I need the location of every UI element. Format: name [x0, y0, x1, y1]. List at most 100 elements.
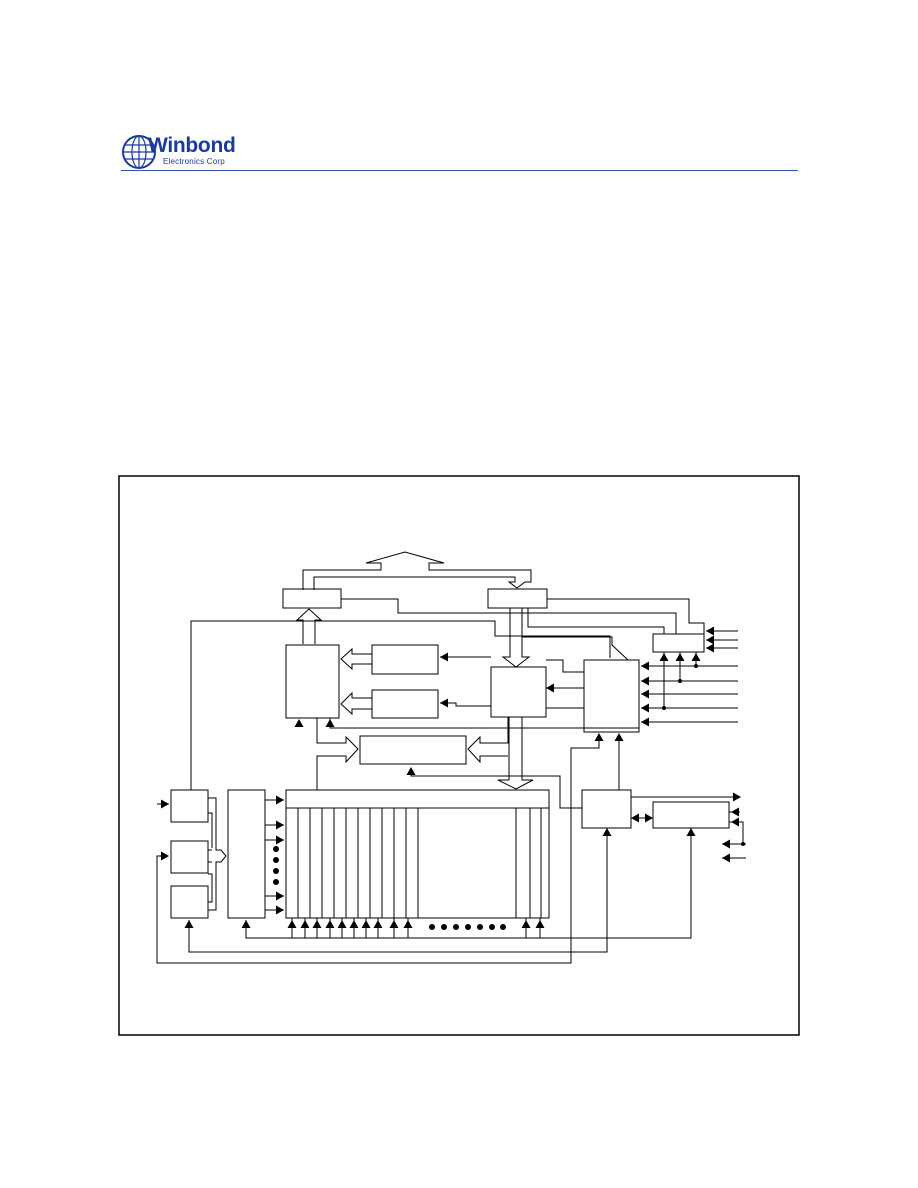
wire-latch-right [547, 598, 705, 634]
bus-connector-left [208, 797, 227, 911]
wire-center-control-2 [546, 659, 584, 673]
arrowhead [641, 676, 649, 686]
wire-left-top [190, 620, 611, 790]
arrowhead [276, 795, 284, 805]
decoder-block [227, 789, 266, 919]
ellipsis-dot [477, 924, 483, 930]
arrowhead [535, 920, 545, 928]
arrowhead [631, 813, 639, 823]
header-rule [121, 170, 798, 171]
bus-arrow-to-left-latch [295, 608, 323, 644]
middle-bus-block [359, 735, 467, 765]
ellipsis-dot [500, 924, 506, 930]
top-bus-arrow [302, 551, 532, 590]
arrowhead [733, 792, 741, 802]
arrowhead [276, 820, 284, 830]
arrowhead [706, 626, 714, 636]
arrowhead [406, 767, 416, 775]
bus-arrow-middle-right [467, 717, 509, 764]
io-control-block [581, 789, 632, 829]
arrowhead [641, 703, 649, 713]
arrowhead [546, 683, 554, 693]
bus-arrow-middle-left [316, 718, 359, 790]
diagram-frame [118, 475, 800, 1036]
arrowhead [521, 920, 531, 928]
arrowhead [731, 807, 739, 817]
junction-dot [694, 664, 698, 668]
latch-block-right [487, 588, 548, 609]
arrowhead [706, 643, 714, 653]
bus-arrow-register-lower [340, 691, 372, 716]
arrowhead [389, 920, 399, 928]
junction-dot [678, 679, 682, 683]
arrowhead [337, 920, 347, 928]
arrowhead [731, 817, 739, 827]
arrowhead [312, 920, 322, 928]
globe-icon [122, 135, 156, 169]
arrowhead [614, 733, 624, 741]
arrowhead [373, 920, 383, 928]
ellipsis-dot [273, 846, 279, 852]
arrowhead [722, 839, 730, 849]
arrowhead [659, 653, 669, 661]
arrowhead [594, 733, 604, 741]
arrowhead [325, 920, 335, 928]
winbond-logo: Winbond Electronics Corp [121, 131, 251, 175]
ellipsis-dot [273, 879, 279, 885]
input-block-1 [170, 789, 209, 823]
control-unit-block [583, 659, 640, 733]
arrowhead [706, 635, 714, 645]
memory-block [285, 644, 340, 719]
junction-dot [741, 842, 745, 846]
arrowhead [641, 661, 649, 671]
bus-arrow-register-upper [340, 647, 372, 671]
arrowhead [403, 920, 413, 928]
arrowhead [645, 813, 653, 823]
arrowhead [161, 799, 169, 809]
arrowhead [686, 828, 696, 836]
ellipsis-dot [465, 924, 471, 930]
output-buffer-block [652, 801, 730, 829]
arrowhead [349, 920, 359, 928]
ellipsis-dot [273, 868, 279, 874]
arrowhead [276, 835, 284, 845]
brand-name: Winbond [148, 134, 236, 157]
arrowhead [722, 853, 730, 863]
bus-arrow-center-down [497, 717, 534, 790]
input-block-2 [170, 840, 209, 874]
input-block-3 [170, 885, 209, 919]
arrowhead [287, 920, 297, 928]
junction-dot [662, 706, 666, 710]
wire-right-latch-side [527, 608, 665, 634]
arrowhead [602, 828, 612, 836]
arrowhead [440, 652, 448, 662]
ellipsis-dot [273, 857, 279, 863]
wire-middle-feed [410, 768, 582, 809]
arrowhead [300, 920, 310, 928]
arrowhead [276, 905, 284, 915]
ellipsis-dot [453, 924, 459, 930]
register-block-lower [371, 689, 439, 719]
register-block-upper [371, 644, 439, 675]
latch-block-left [282, 588, 342, 609]
ellipsis-dot [489, 924, 495, 930]
ellipsis-dot [429, 924, 435, 930]
arrowhead [440, 698, 448, 708]
wire-memory-control [329, 718, 639, 729]
wire-control-io-left [156, 735, 600, 964]
wire-bottom-1 [245, 828, 692, 939]
control-block-small [652, 633, 705, 653]
arrowhead [161, 851, 169, 861]
wire-bottom-2 [188, 828, 608, 953]
arrowhead [675, 653, 685, 661]
arrowhead [184, 920, 194, 928]
arrowhead [325, 719, 335, 727]
arrowhead [241, 920, 251, 928]
ellipsis-dot [441, 924, 447, 930]
wire-output-ext-3 [729, 821, 744, 844]
arrowhead [641, 689, 649, 699]
arrowhead [691, 653, 701, 661]
wire-latch-left [341, 598, 677, 634]
arrowhead [641, 717, 649, 727]
wire-control-top [522, 636, 629, 661]
